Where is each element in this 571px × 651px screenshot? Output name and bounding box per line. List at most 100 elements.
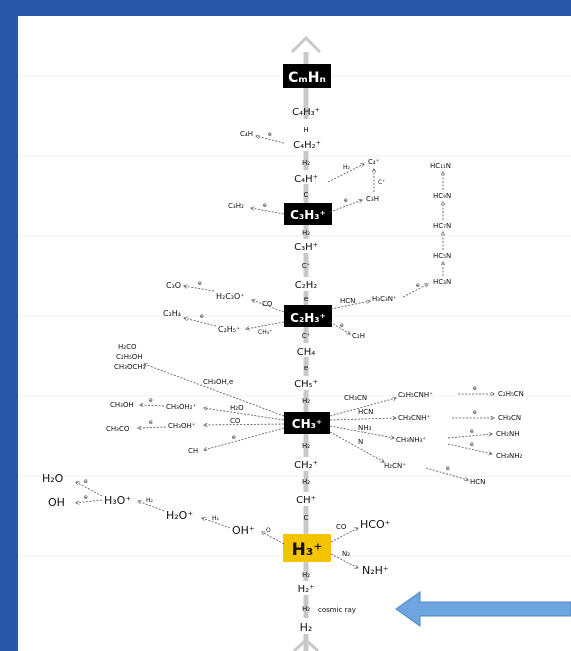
- label-e: e: [446, 465, 450, 472]
- label-hc9n: HC₉N: [433, 192, 451, 200]
- label-h2: H₂: [212, 515, 220, 522]
- label-e: e: [473, 409, 477, 416]
- step-label: H₂: [302, 605, 310, 613]
- label-h2cnp: H₂CN⁺: [384, 462, 406, 470]
- label-hcop: HCO⁺: [360, 518, 391, 531]
- arrow-ohp: [262, 532, 285, 545]
- label-h3op: H₃O⁺: [104, 494, 131, 507]
- label-ch3nh2: CH₃NH₂: [496, 452, 522, 460]
- arrow-ch: [204, 427, 285, 450]
- step-label: H₂: [302, 397, 310, 405]
- arrow-ch3oh: [140, 405, 165, 406]
- arrow-oh-product: [76, 499, 103, 503]
- arrow-h3c3np-hc3n: [402, 284, 428, 298]
- arrow-hcn: [425, 467, 468, 480]
- label-e: e: [470, 428, 474, 435]
- label-hc7n: HC₇N: [433, 222, 451, 230]
- label-o: O: [266, 527, 271, 534]
- node-ch5p: CH₅⁺: [294, 379, 318, 390]
- label-ch3och3: CH₃OCH₃: [114, 363, 146, 371]
- label-c2h: C₂H: [352, 332, 365, 340]
- slide: CₘHₙ C₄H₃⁺ C₄H₂⁺ C₄H⁺ C₃H₃⁺ C₃H⁺ C₂H₂ C₂…: [18, 16, 571, 651]
- label-hc11n: HC₁₁N: [430, 162, 451, 170]
- label-e: e: [416, 282, 420, 289]
- step-label: C: [304, 191, 309, 199]
- background-grid: [18, 75, 571, 557]
- label-h2: H₂: [146, 497, 154, 504]
- label-co: CO: [230, 417, 241, 425]
- arrow-h2o-product: [76, 482, 103, 497]
- c3h3p-box: [284, 203, 332, 225]
- node-h2p: H₂⁺: [298, 584, 315, 595]
- arrow-h2cnp: [329, 431, 384, 462]
- arrow-ch3co: [138, 427, 167, 428]
- arrow-c3h2: [251, 208, 285, 215]
- node-c2h3p: C₂H₃⁺: [290, 311, 326, 325]
- arrow-c4h: [256, 136, 285, 144]
- label-cosmic-ray: cosmic ray: [318, 606, 356, 614]
- label-h2co: H₂CO: [118, 343, 137, 351]
- node-ch4: CH₄: [297, 347, 316, 358]
- label-e: e: [84, 494, 88, 501]
- spine-bottom-chevron: [292, 637, 320, 651]
- arrow-c3o: [184, 286, 215, 292]
- node-ch2p: CH₂⁺: [294, 460, 318, 471]
- label-c3h: C₃H: [366, 195, 379, 203]
- label-c2h5oh: C₂H₅OH: [116, 353, 143, 361]
- arrow-c2h4: [184, 318, 217, 327]
- label-ch: CH: [188, 447, 198, 455]
- label-c4h: C₄H: [240, 130, 253, 138]
- node-h3p: H₃⁺: [292, 540, 323, 560]
- arrow-ch3cnhp: [329, 418, 396, 421]
- step-label: H₂: [302, 229, 310, 237]
- label-e: e: [344, 197, 348, 204]
- label-ch3oh-e: CH₃OH,e: [203, 378, 233, 386]
- node-c2h2: C₂H₂: [295, 280, 318, 291]
- label-ch3nh3p: CH₃NH₃⁺: [396, 436, 426, 444]
- label-ch3co: CH₃CO: [106, 425, 130, 433]
- arrow-ch2nh: [447, 434, 492, 439]
- arrow-to-alcohols: [144, 364, 285, 417]
- label-ch3oh2p: CH₃OH₂⁺: [166, 403, 197, 411]
- label-nh3-reactant: NH₃: [358, 424, 372, 432]
- arrow-ch3ohp: [204, 424, 285, 425]
- arrow-ch3oh2p: [204, 408, 285, 421]
- label-h3c3np: H₃C₃N⁺: [372, 295, 397, 303]
- label-n-reactant: N: [358, 438, 363, 446]
- label-h2o: H₂O: [230, 404, 244, 412]
- label-e: e: [84, 478, 88, 485]
- label-co: CO: [336, 523, 347, 531]
- label-n2hp: N₂H⁺: [362, 564, 389, 577]
- arrow-c2h5p: [246, 321, 285, 329]
- label-c2h5cnhp: C₂H₅CNH⁺: [398, 391, 433, 399]
- label-e: e: [232, 434, 236, 441]
- label-c2h5cn: C₂H₅CN: [498, 390, 524, 398]
- arrow-h3c3np: [330, 301, 370, 310]
- label-e: e: [470, 441, 474, 448]
- arrow-h2c3op: [252, 300, 285, 313]
- ch3p-box: [284, 412, 330, 434]
- label-c2h5p: C₂H₅⁺: [218, 325, 240, 334]
- arrow-h3op: [138, 501, 165, 512]
- arrow-h2op: [202, 518, 231, 529]
- step-label: H₂: [302, 442, 310, 450]
- spine-top-chevron: [290, 35, 322, 54]
- label-hcn: HCN: [340, 297, 355, 305]
- label-oh-product: OH: [48, 496, 65, 509]
- label-e: e: [149, 397, 153, 404]
- label-ch3oh: CH₃OH: [110, 401, 134, 409]
- node-c4h3p: C₄H₃⁺: [292, 107, 320, 118]
- upper-branches: C₄H e C₄⁺ H₂ C⁺ C₃H e C₃H₂ e HC₁₁N HC₉N …: [163, 130, 451, 340]
- label-ch3p: CH₃⁺: [258, 329, 272, 336]
- label-ch3cnhp: CH₃CNH⁺: [398, 414, 430, 422]
- step-label: H₂: [302, 159, 310, 167]
- cmhn-box: [283, 64, 331, 88]
- step-label: C: [304, 514, 309, 522]
- arrow-ch3nh2: [447, 443, 492, 454]
- arrow-c3h: [329, 200, 362, 213]
- arrow-c2h: [329, 321, 350, 334]
- node-c3h3p: C₃H₃⁺: [290, 208, 326, 222]
- label-e: e: [198, 280, 202, 287]
- c2h3p-box: [284, 305, 332, 327]
